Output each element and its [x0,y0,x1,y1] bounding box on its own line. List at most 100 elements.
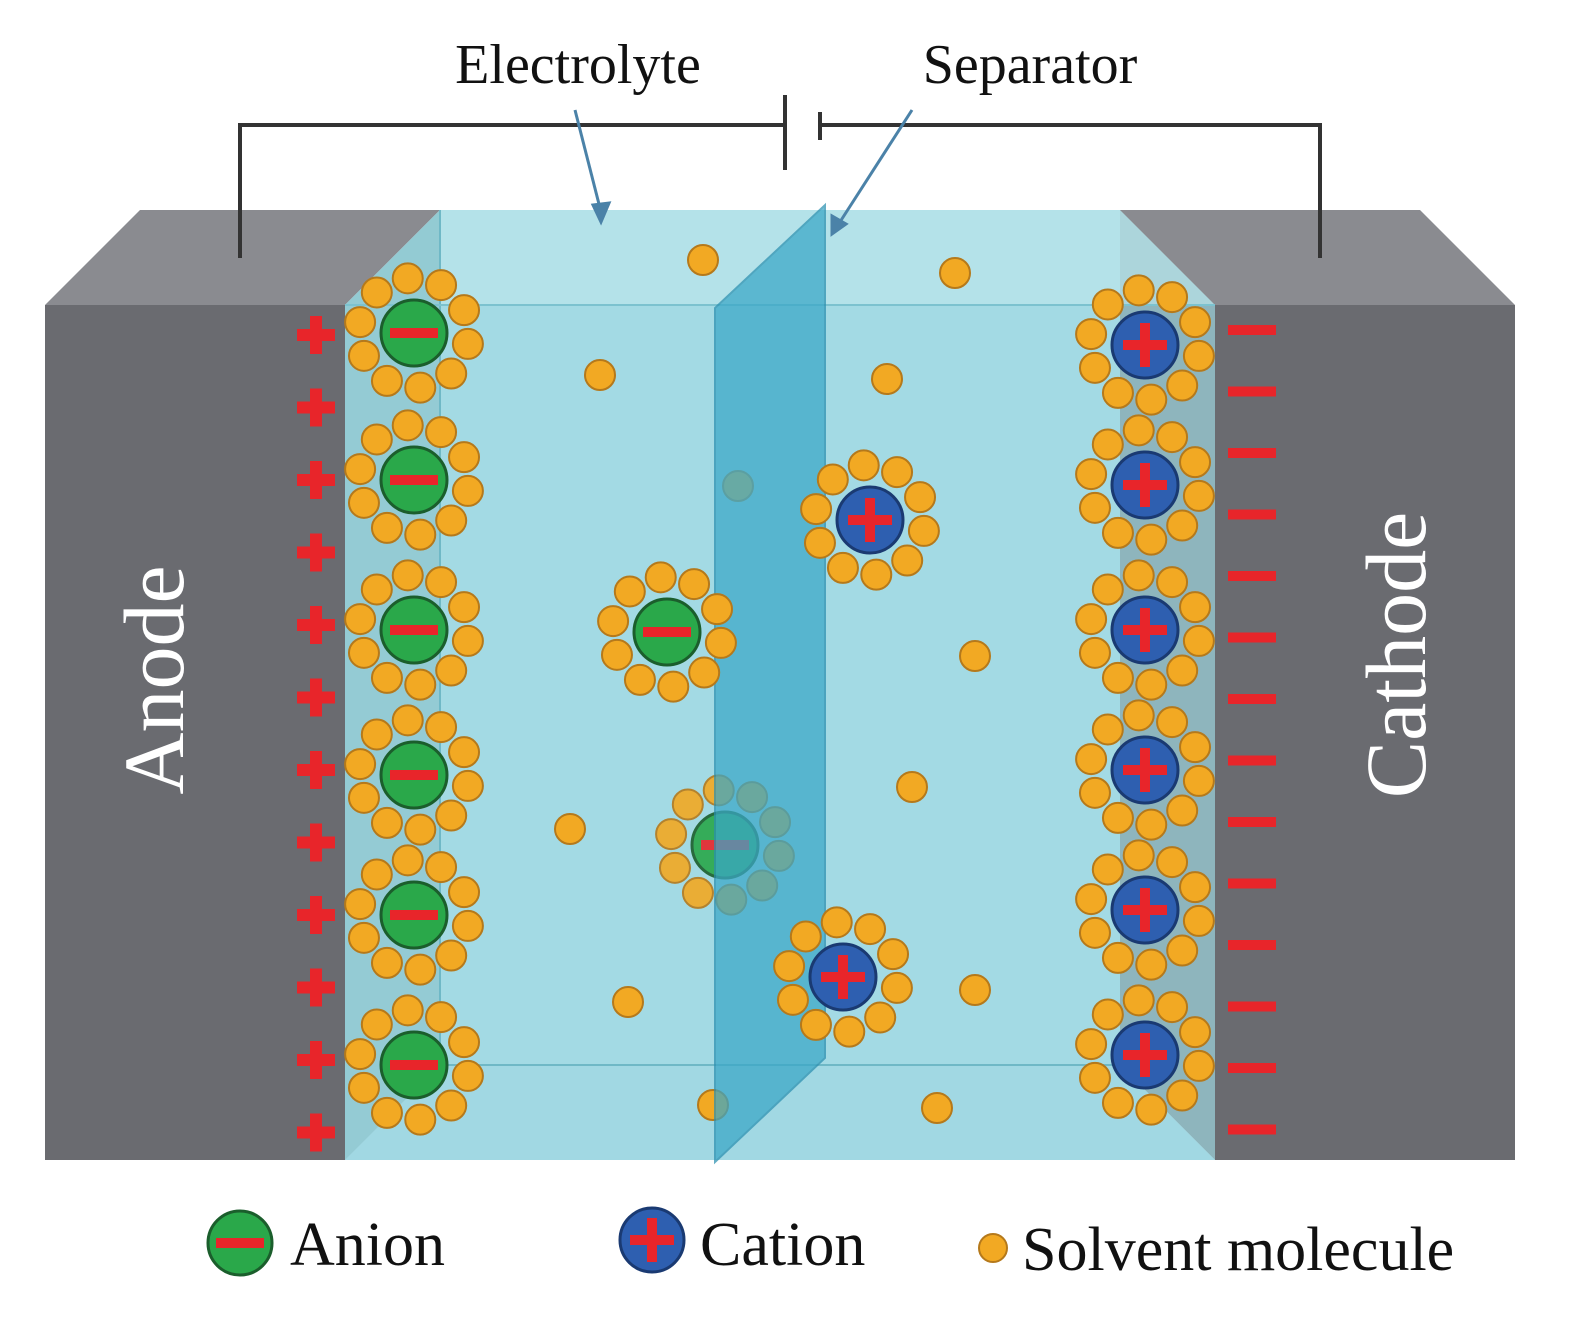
plus-sign [1140,608,1150,652]
anode-label: Anode [106,565,202,794]
positive-charge [310,1113,322,1152]
solvent-molecule [1091,998,1124,1031]
minus-sign [390,625,438,635]
solvent-molecule [921,1092,953,1124]
solvent-molecule [1078,636,1111,669]
wire-right [820,123,1322,258]
solvent-molecule [896,771,928,803]
plus-sign [865,498,875,542]
positive-charge [310,461,322,499]
solvent-molecule [800,493,833,526]
solvent-molecule [803,526,836,559]
solvent-molecule [404,518,437,551]
negative-charge [1228,817,1276,827]
solvent-molecule [360,423,393,456]
anode-front-face [45,305,345,1160]
solvent-molecule [448,591,481,624]
solvated-anion [344,409,484,551]
solvent-molecule [347,781,380,814]
legend-cation-label: Cation [700,1211,865,1279]
solvent-molecule [1166,1079,1199,1112]
minus-sign [643,627,691,637]
solvent-molecule [613,575,646,608]
solvent-molecule [435,654,468,687]
solvent-molecule [1182,764,1215,797]
solvated-cation [800,449,940,591]
solvent-molecule [1101,516,1134,549]
solvent-molecule [1179,591,1212,624]
solvent-molecule [435,799,468,832]
solvent-molecule [391,409,424,442]
separator-arrowhead [830,213,849,237]
minus-sign [390,1060,438,1070]
solvent-molecule [1166,654,1199,687]
solvent-molecule [657,670,690,703]
solvent-molecule [1179,446,1212,479]
solvent-molecule [344,1038,377,1071]
solvent-molecule [360,1008,393,1041]
anode-top-face [45,210,440,305]
anode-electrode [45,210,440,1160]
separator-arrow [836,109,914,226]
solvent-molecule [688,656,721,689]
solvated-cation [1075,274,1215,416]
solvent-molecule [1075,743,1108,776]
solvent-molecule [1122,274,1155,307]
solvent-molecule [871,363,903,395]
negative-charge [1228,632,1276,643]
negative-charge [1228,325,1276,335]
solvent-molecule [1091,288,1124,321]
solvent-molecule [425,1001,458,1034]
positive-charge [310,533,322,572]
solvent-molecule [1078,351,1111,384]
solvent-molecule [881,456,914,489]
solvent-molecule [370,946,403,979]
solvent-molecule [1101,801,1134,834]
legend-solvent-icon [978,1233,1008,1263]
solvent-molecule [773,950,806,983]
negative-charge [1228,694,1276,704]
solvent-molecule [681,876,714,909]
plus-sign [1140,323,1150,367]
solvent-molecule [833,1015,866,1048]
solvent-molecule [451,624,484,657]
solvent-molecule [391,704,424,737]
plus-sign [1140,748,1150,792]
solvent-molecule [1091,573,1124,606]
positive-charge [310,823,322,862]
solvent-molecule [1101,661,1134,694]
minus-sign [390,328,438,338]
negative-charge [1228,386,1276,397]
legend-cation: Cation [618,1206,865,1279]
solvent-molecule [425,269,458,302]
solvent-molecule [1075,458,1108,491]
solvent-molecule [1135,668,1168,701]
legend: Anion Cation Solvent molecule [206,1206,1454,1284]
solvent-molecule [1156,281,1189,314]
negative-charge [1228,1001,1276,1012]
solvent-molecule [816,463,849,496]
minus-sign [390,910,438,920]
solvated-anion [344,994,484,1136]
solvent-molecule [1179,871,1212,904]
positive-charge [310,606,322,644]
positive-charge [310,316,322,354]
solvated-cation [773,906,913,1048]
solvent-molecule [877,938,910,971]
solvated-cation [1075,414,1215,556]
solvent-molecule [344,888,377,921]
solvent-molecule [391,994,424,1027]
solvent-molecule [404,668,437,701]
solvent-molecule [451,327,484,360]
anode-positive-charges [297,316,335,1152]
legend-anion-minus [216,1238,264,1248]
solvent-molecule [623,663,656,696]
solvent-molecule [404,953,437,986]
solvent-molecule [789,920,822,953]
solvent-molecule [1135,383,1168,416]
positive-charge [310,1041,322,1079]
negative-charge [1228,571,1276,581]
solvent-molecule [554,813,586,845]
solvent-molecule [404,813,437,846]
